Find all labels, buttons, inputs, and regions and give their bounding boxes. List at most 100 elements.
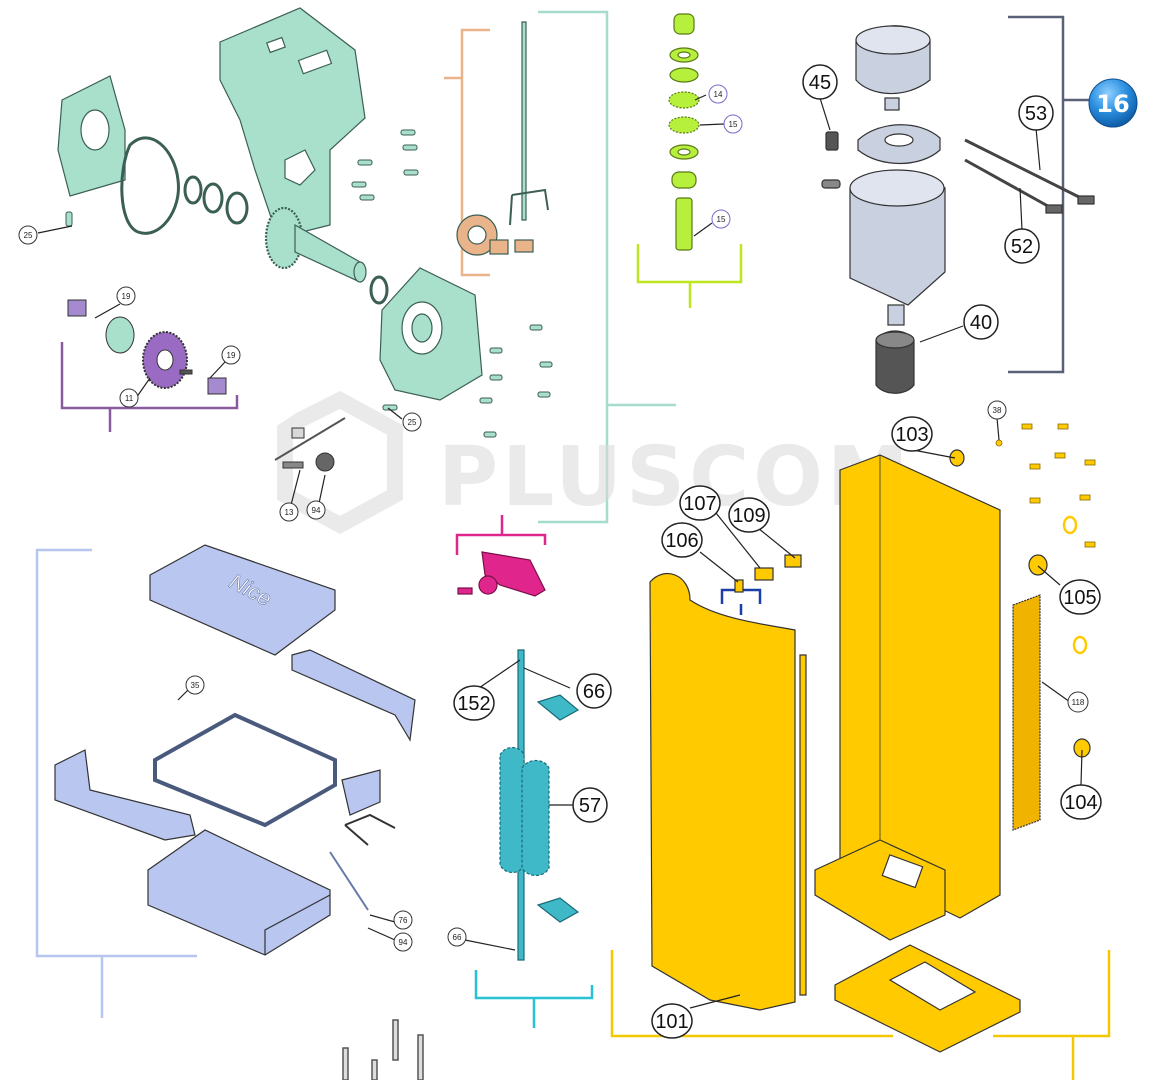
callout-104[interactable]: 104 [1060, 784, 1102, 820]
svg-text:11: 11 [125, 394, 134, 403]
column-group [649, 449, 1091, 1053]
svg-text:103: 103 [895, 424, 928, 446]
top-lid [149, 544, 336, 656]
bracket-cover [35, 548, 197, 1018]
small-callout-13[interactable]: 13 [279, 502, 299, 522]
motor-capacitor-45 [825, 131, 839, 151]
small-callout-94a[interactable]: 94 [306, 500, 326, 520]
svg-text:14: 14 [714, 90, 723, 99]
callout-101[interactable]: 101 [651, 1003, 693, 1039]
callout-107[interactable]: 107 [679, 485, 721, 521]
callout-45[interactable]: 45 [802, 64, 838, 100]
group-badge-16[interactable]: 16 [1088, 78, 1138, 128]
small-callout-19b[interactable]: 19 [221, 345, 241, 365]
motor-group [821, 25, 1095, 394]
small-callout-118[interactable]: 118 [1067, 691, 1089, 713]
lever-body [481, 551, 546, 597]
washer-2 [202, 182, 224, 214]
spring-group [499, 649, 580, 961]
svg-text:152: 152 [457, 693, 490, 715]
small-callout-38[interactable]: 38 [987, 400, 1007, 420]
callout-66[interactable]: 66 [576, 673, 612, 709]
callout-53[interactable]: 53 [1018, 95, 1054, 131]
lever-hub [478, 575, 498, 595]
front-panel-101 [649, 572, 796, 1011]
svg-text:16: 16 [1096, 90, 1129, 118]
callout-109[interactable]: 109 [728, 497, 770, 533]
callout-106[interactable]: 106 [661, 522, 703, 558]
guide-strip [799, 654, 807, 996]
cover-group: Nice [54, 544, 416, 956]
svg-text:107: 107 [683, 493, 716, 515]
small-callout-15b[interactable]: 15 [711, 209, 731, 229]
bracket-shaft [444, 28, 490, 277]
callout-52[interactable]: 52 [1004, 228, 1040, 264]
planetary-group [67, 299, 227, 395]
cover-flap [341, 769, 381, 816]
svg-text:106: 106 [665, 530, 698, 552]
frame-gasket [153, 712, 337, 828]
limit-shaft [675, 197, 693, 251]
limit-bush [671, 171, 697, 189]
spring-bracket-top [536, 694, 580, 721]
svg-text:15: 15 [717, 215, 726, 224]
svg-text:109: 109 [732, 505, 765, 527]
bracket-limit [636, 244, 743, 308]
small-callout-19a[interactable]: 19 [116, 286, 136, 306]
limit-cam-1 [668, 91, 700, 109]
svg-text:104: 104 [1064, 792, 1097, 814]
small-callout-76[interactable]: 76 [393, 910, 413, 930]
shaft-group [456, 21, 549, 256]
washer-1 [183, 175, 203, 205]
small-callout-15a[interactable]: 15 [723, 114, 743, 134]
svg-text:15: 15 [729, 120, 738, 129]
callout-57[interactable]: 57 [572, 787, 608, 823]
group-brackets [35, 10, 1111, 1080]
svg-text:45: 45 [809, 72, 831, 94]
callout-103[interactable]: 103 [891, 416, 933, 452]
svg-text:53: 53 [1025, 103, 1047, 125]
callout-152[interactable]: 152 [453, 685, 495, 721]
svg-text:13: 13 [285, 508, 294, 517]
spring-left [499, 746, 525, 874]
callout-40[interactable]: 40 [963, 304, 999, 340]
small-callout-11[interactable]: 11 [119, 388, 139, 408]
base-housing [147, 829, 331, 956]
large-callouts: 45 53 52 40 103 107 109 106 [453, 64, 1102, 1039]
svg-text:94: 94 [312, 506, 321, 515]
svg-text:101: 101 [655, 1011, 688, 1033]
small-callouts: 25 19 19 11 25 13 94 14 15 15 38 118 35 … [18, 84, 1089, 952]
svg-text:38: 38 [993, 406, 1002, 415]
spring-bracket-bottom [536, 897, 580, 923]
svg-text:105: 105 [1063, 587, 1096, 609]
small-callout-25b[interactable]: 25 [402, 412, 422, 432]
small-callout-25a[interactable]: 25 [18, 225, 38, 245]
callout-105[interactable]: 105 [1059, 579, 1101, 615]
bracket-motor [1008, 15, 1090, 374]
bracket-106 [720, 588, 762, 615]
limit-cam-2 [668, 116, 700, 134]
svg-text:25: 25 [24, 231, 33, 240]
limit-switch-group [668, 13, 700, 251]
rack-mechanism [274, 417, 346, 472]
bracket-planetary [60, 342, 239, 432]
planet-carrier [105, 316, 135, 354]
limit-cap [673, 13, 695, 35]
cable-53 [964, 138, 1086, 202]
small-callout-35[interactable]: 35 [185, 675, 205, 695]
bracket-column [610, 950, 1111, 1080]
long-rod [521, 21, 527, 221]
gearbox-assembly [57, 7, 483, 401]
svg-text:57: 57 [579, 795, 601, 817]
svg-text:52: 52 [1011, 236, 1033, 258]
small-callout-66[interactable]: 66 [447, 927, 467, 947]
svg-text:25: 25 [408, 418, 417, 427]
small-bracket-u [344, 813, 396, 846]
small-callout-14[interactable]: 14 [708, 84, 728, 104]
svg-text:66: 66 [583, 681, 605, 703]
svg-text:40: 40 [970, 312, 992, 334]
column-screws [995, 423, 1096, 548]
small-callout-94b[interactable]: 94 [393, 932, 413, 952]
watermark-text: PLUSCOM [438, 430, 913, 525]
watermark: PLUSCOM [277, 390, 913, 535]
